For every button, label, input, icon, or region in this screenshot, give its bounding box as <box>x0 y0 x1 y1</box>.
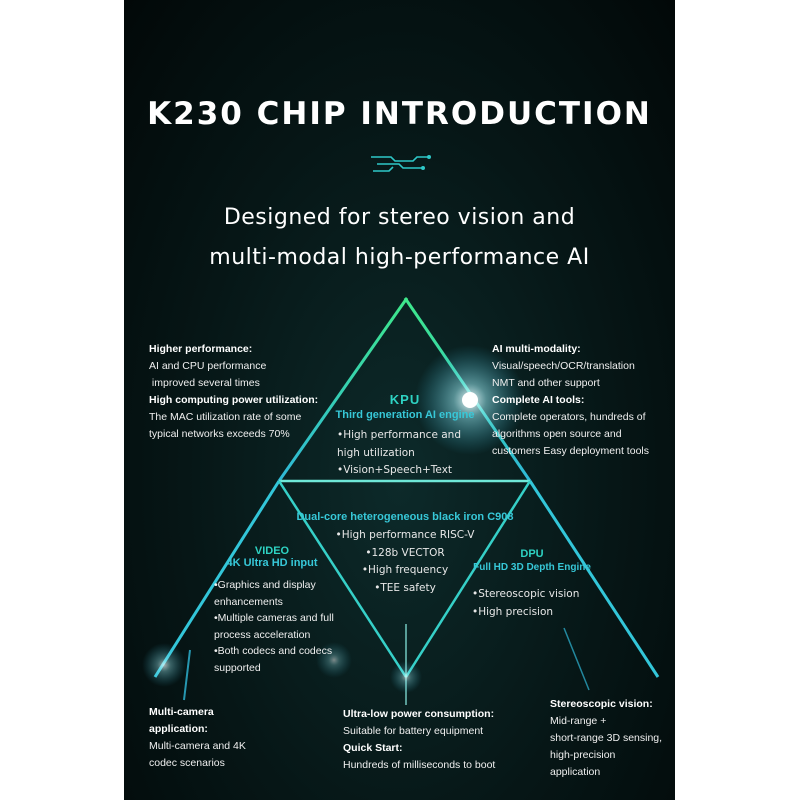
text-line: short-range 3D sensing, <box>550 732 663 744</box>
computing-utilization-heading: High computing power utilization: <box>149 394 319 406</box>
left-top-block: Higher performance: AI and CPU performan… <box>149 341 359 443</box>
subtitle-line-2: multi-modal high-performance AI <box>209 245 590 270</box>
bottom-right-block: Stereoscopic vision: Mid-range + short-r… <box>550 696 675 781</box>
text-line: NMT and other support <box>492 377 600 389</box>
cpu-title: Dual-core heterogeneous black iron C908 <box>296 511 514 523</box>
video-title: VIDEO <box>254 545 290 557</box>
low-power-heading: Ultra-low power consumption: <box>343 708 495 720</box>
bullet: •Stereoscopic vision <box>472 588 580 600</box>
text-line: Suitable for battery equipment <box>343 725 484 737</box>
video-heading: VIDEO 4K Ultra HD input <box>214 545 330 569</box>
bullet: •Vision+Speech+Text <box>337 464 453 476</box>
subtitle-line-1: Designed for stereo vision and <box>223 205 576 230</box>
outer-right-lower-edge <box>528 480 660 678</box>
circuit-divider-icon <box>371 155 431 172</box>
text-line: high-precision <box>550 749 616 761</box>
kpu-subtitle: Third generation AI engine <box>335 409 475 421</box>
text-line: customers Easy deployment tools <box>492 445 649 457</box>
poster: K230 CHIP INTRODUCTION Designed for ster… <box>124 0 675 800</box>
bullet: •High precision <box>472 605 554 618</box>
bullet: •High performance RISC-V <box>335 529 475 541</box>
kpu-title: KPU <box>389 392 421 407</box>
text-line: improved several times <box>149 377 260 389</box>
bullet: •TEE safety <box>374 581 436 594</box>
text-line: Visual/speech/OCR/translation <box>492 360 635 372</box>
outer-left-lower-edge <box>153 480 281 678</box>
bottom-center-block: Ultra-low power consumption: Suitable fo… <box>343 706 533 774</box>
bullet: enhancements <box>214 595 283 608</box>
outer-left-edge <box>277 297 409 482</box>
text-line: application <box>550 766 601 778</box>
ai-multimodality-heading: AI multi-modality: <box>492 343 581 355</box>
cpu-bullets: •High performance RISC-V •128b VECTOR •H… <box>315 527 495 597</box>
text-line: Multi-camera and 4K <box>149 740 246 752</box>
page-title: K230 CHIP INTRODUCTION <box>147 96 652 132</box>
text-line: AI and CPU performance <box>149 360 267 372</box>
bullet: •High frequency <box>361 564 449 576</box>
inner-right-edge <box>404 480 532 678</box>
right-top-block: AI multi-modality: Visual/speech/OCR/tra… <box>492 341 672 460</box>
text-line: The MAC utilization rate of some <box>149 411 302 423</box>
dpu-heading: DPU Full HD 3D Depth Engine <box>459 548 605 573</box>
bullet: •Graphics and display <box>214 579 316 591</box>
pyramid-diagram <box>142 297 660 705</box>
inner-left-edge <box>277 480 408 678</box>
bullet: high utilization <box>337 446 415 459</box>
application-heading: application: <box>149 723 208 735</box>
bullet: •High performance and <box>337 429 462 441</box>
text-line: Mid-range + <box>550 715 607 727</box>
quick-start-heading: Quick Start: <box>343 742 403 754</box>
dpu-subtitle: Full HD 3D Depth Engine <box>473 562 591 573</box>
bullet: supported <box>214 661 261 674</box>
kpu-block: KPU Third generation AI engine <box>305 392 505 421</box>
kpu-bullets: •High performance and high utilization •… <box>337 427 497 480</box>
higher-performance-heading: Higher performance: <box>149 343 253 355</box>
bullet: process acceleration <box>214 628 311 641</box>
multi-camera-heading: Multi-camera <box>149 706 214 718</box>
video-subtitle: 4K Ultra HD input <box>226 557 318 569</box>
bullet: •Both codecs and codecs <box>214 645 333 657</box>
bullet: •Multiple cameras and full <box>214 612 334 624</box>
video-bullets: •Graphics and display enhancements •Mult… <box>214 577 354 676</box>
dpu-title: DPU <box>520 548 544 560</box>
stereoscopic-heading: Stereoscopic vision: <box>550 698 653 710</box>
text-line: Complete operators, hundreds of <box>492 411 646 423</box>
text-line: Hundreds of milliseconds to boot <box>343 759 496 771</box>
bottom-left-block: Multi-camera application: Multi-camera a… <box>149 704 269 772</box>
text-line: algorithms open source and <box>492 428 622 440</box>
text-line: codec scenarios <box>149 757 225 769</box>
text-line: typical networks exceeds 70% <box>149 428 290 440</box>
ai-tools-heading: Complete AI tools: <box>492 394 585 406</box>
bullet: •128b VECTOR <box>365 546 445 559</box>
dpu-bullets: •Stereoscopic vision •High precision <box>472 586 612 621</box>
